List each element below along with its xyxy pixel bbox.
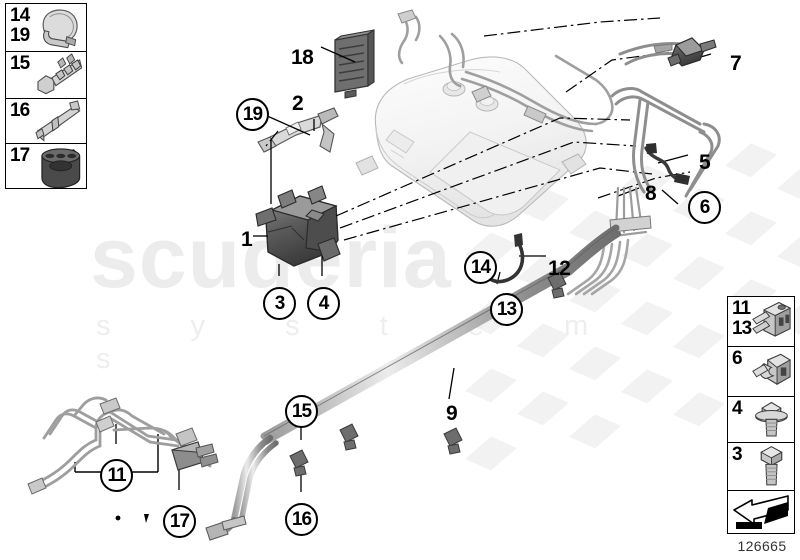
rubber-grommet-block-icon xyxy=(41,148,81,189)
callout-4[interactable]: 4 xyxy=(307,287,340,320)
flanged-hex-bolt-icon xyxy=(755,401,788,437)
callout-3[interactable]: 3 xyxy=(263,287,296,320)
legend-cell-17[interactable]: 17 xyxy=(6,144,86,190)
hex-bolt-icon xyxy=(760,446,783,486)
legend-numbers-4: 4 xyxy=(732,398,743,419)
tank-top-fittings xyxy=(397,9,547,124)
legend-cell-4[interactable]: 4 xyxy=(728,397,794,443)
parts-legend-right: 11 13 6 xyxy=(727,296,795,534)
diagram-part-number: 126665 xyxy=(737,538,787,554)
legend-numbers-16: 16 xyxy=(10,100,30,121)
callout-15[interactable]: 15 xyxy=(285,395,318,428)
callout-8[interactable]: 8 xyxy=(645,182,657,205)
vent-line-network xyxy=(610,42,721,198)
front-line-fittings xyxy=(27,397,219,495)
legend-cell-6[interactable]: 6 xyxy=(728,347,794,397)
callout-12[interactable]: 12 xyxy=(548,257,571,280)
callout-7[interactable]: 7 xyxy=(730,52,742,75)
legend-numbers-17: 17 xyxy=(10,145,30,166)
callout-6[interactable]: 6 xyxy=(688,191,721,224)
callout-14[interactable]: 14 xyxy=(464,251,497,284)
legend-cell-16[interactable]: 16 xyxy=(6,99,86,144)
legend-cell-direction-arrow[interactable] xyxy=(728,491,794,535)
lower-line-bundle xyxy=(566,238,630,296)
callout-1[interactable]: 1 xyxy=(241,228,253,251)
front-line-end-fitting xyxy=(205,515,247,541)
callout-19[interactable]: 19 xyxy=(236,98,269,131)
direction-of-travel-arrow-icon xyxy=(733,495,789,529)
callout-11[interactable]: 11 xyxy=(100,459,133,492)
long-mounting-bracket-icon xyxy=(35,100,81,142)
callout-2[interactable]: 2 xyxy=(292,92,304,115)
single-line-clip-icon xyxy=(752,353,792,385)
callout-16[interactable]: 16 xyxy=(285,503,318,536)
legend-cell-15[interactable]: 15 xyxy=(6,52,86,99)
legend-numbers-15: 15 xyxy=(10,53,30,74)
hose-clamp-ring-icon xyxy=(42,9,79,49)
fuel-pressure-regulator-1 xyxy=(255,185,341,267)
double-line-clip-icon xyxy=(752,301,792,337)
legend-numbers-14-19: 14 19 xyxy=(10,5,30,46)
legend-numbers-3: 3 xyxy=(732,444,743,465)
vent-valve-7 xyxy=(653,37,717,67)
legend-numbers-11-13: 11 13 xyxy=(732,298,752,339)
front-line-assembly xyxy=(32,396,212,492)
callout-18[interactable]: 18 xyxy=(291,46,314,69)
legend-numbers-6: 6 xyxy=(732,348,743,369)
callout-17[interactable]: 17 xyxy=(163,505,196,538)
callout-5[interactable]: 5 xyxy=(699,151,711,174)
parts-legend-top-left: 14 19 15 xyxy=(5,3,87,189)
activated-charcoal-filter xyxy=(334,28,375,99)
legend-cell-11-13[interactable]: 11 13 xyxy=(728,297,794,347)
callout-9[interactable]: 9 xyxy=(446,402,458,425)
callout-13[interactable]: 13 xyxy=(490,293,523,326)
line-clamps xyxy=(289,271,567,477)
legend-cell-3[interactable]: 3 xyxy=(728,443,794,491)
multi-line-bracket-icon xyxy=(37,53,83,95)
callout-11-dots xyxy=(115,514,149,523)
legend-cell-14-19[interactable]: 14 19 xyxy=(6,4,86,52)
connector-hose-fittings xyxy=(646,143,690,185)
